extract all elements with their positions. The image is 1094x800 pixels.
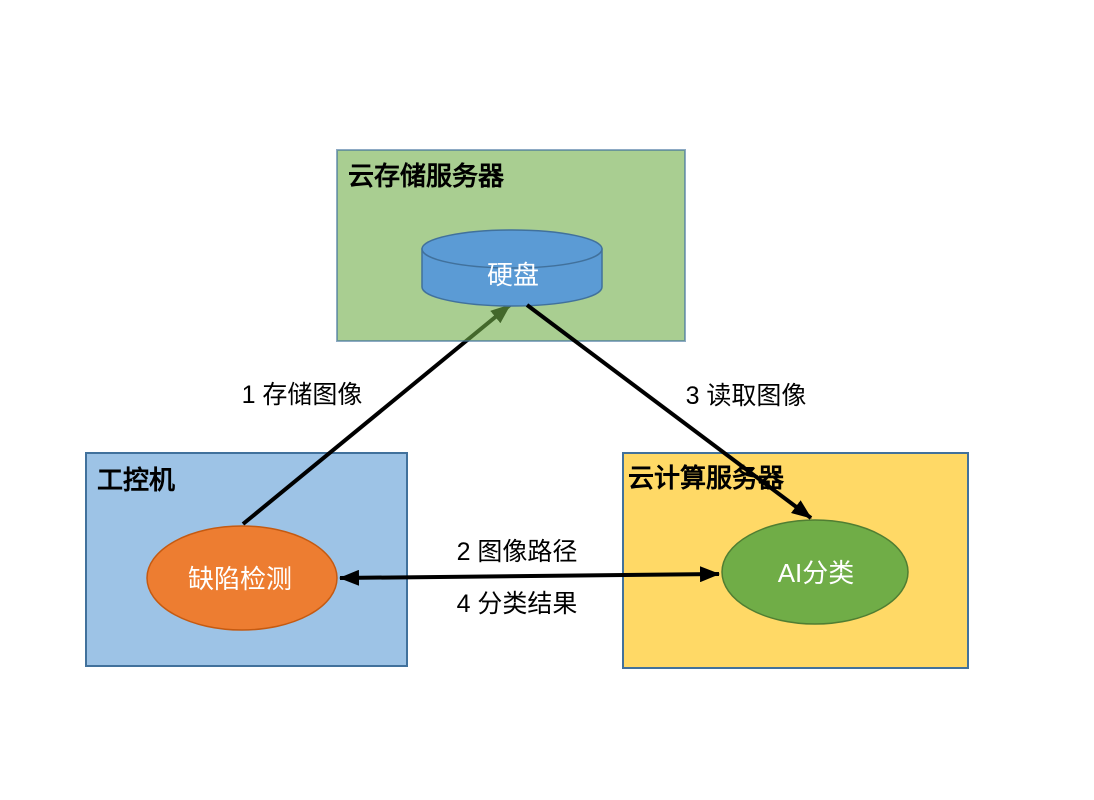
- control-machine-title: 工控机: [97, 465, 175, 495]
- label-store-image: 1 存储图像: [242, 381, 363, 409]
- ai-classification-label: AI分类: [778, 558, 855, 588]
- ai-classification-ellipse: [721, 519, 909, 625]
- defect-detection-label: 缺陷检测: [188, 564, 292, 594]
- arrow-read-image: [525, 303, 813, 520]
- storage-server-title: 云存储服务器: [348, 161, 505, 191]
- label-read-image: 3 读取图像: [686, 382, 807, 410]
- hard-disk-cylinder: [421, 229, 603, 307]
- label-image-path: 2 图像路径: [457, 538, 578, 566]
- defect-detection-ellipse: [146, 525, 338, 631]
- compute-server-title: 云计算服务器: [628, 463, 785, 493]
- arrow-image-path-result: [339, 566, 720, 586]
- label-classification-result: 4 分类结果: [457, 590, 578, 618]
- hard-disk-cylinder-top: [421, 229, 603, 269]
- hard-disk-label: 硬盘: [487, 260, 539, 290]
